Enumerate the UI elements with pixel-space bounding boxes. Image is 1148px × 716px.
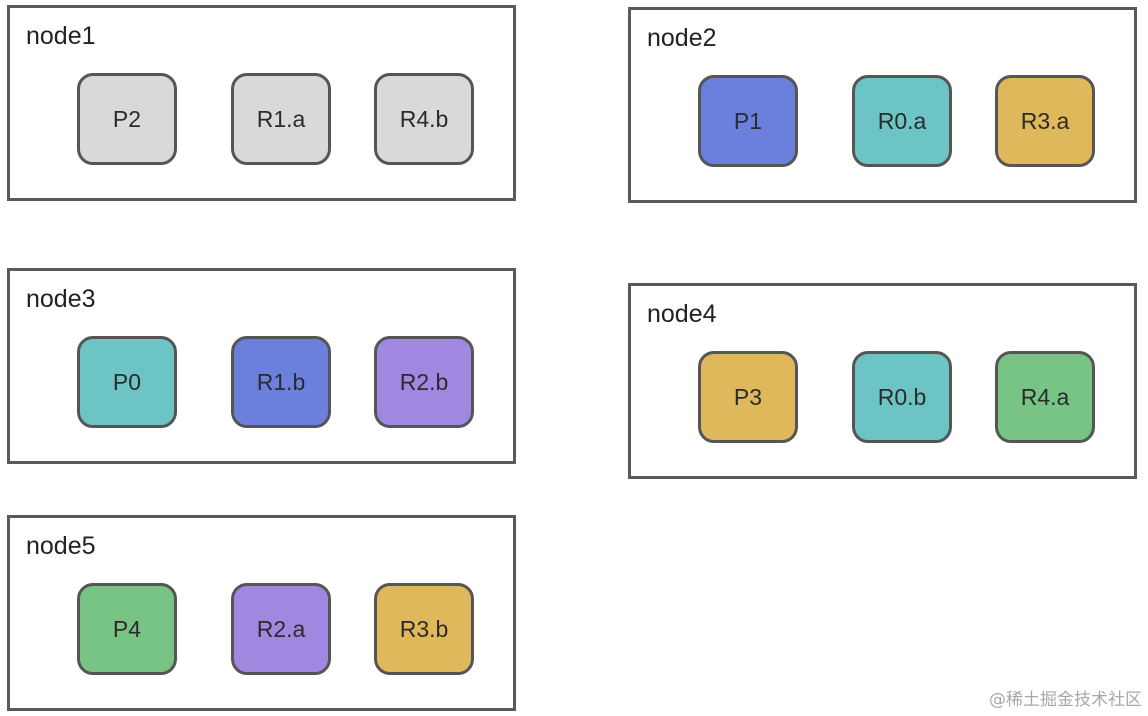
node-label: node4 [647,300,717,328]
shard-primary: P1 [698,75,798,167]
watermark: @稀土掘金技术社区 [989,690,1142,710]
node-label: node5 [26,532,96,560]
node-box-node1: node1 P2 R1.a R4.b [7,5,516,201]
node-label: node2 [647,24,717,52]
node-label: node1 [26,22,96,50]
shard-replica: R3.a [995,75,1095,167]
shard-replica: R2.a [231,583,331,675]
node-label: node3 [26,285,96,313]
node-box-node4: node4 P3 R0.b R4.a [628,283,1137,479]
node-box-node2: node2 P1 R0.a R3.a [628,7,1137,203]
shard-replica: R1.a [231,73,331,165]
node-box-node3: node3 P0 R1.b R2.b [7,268,516,464]
shard-replica: R2.b [374,336,474,428]
shard-replica: R1.b [231,336,331,428]
shard-primary: P4 [77,583,177,675]
shard-primary: P3 [698,351,798,443]
node-box-node5: node5 P4 R2.a R3.b [7,515,516,711]
shard-replica: R3.b [374,583,474,675]
shard-primary: P0 [77,336,177,428]
shard-replica: R4.b [374,73,474,165]
shard-replica: R0.b [852,351,952,443]
shard-replica: R4.a [995,351,1095,443]
shard-replica: R0.a [852,75,952,167]
shard-primary: P2 [77,73,177,165]
